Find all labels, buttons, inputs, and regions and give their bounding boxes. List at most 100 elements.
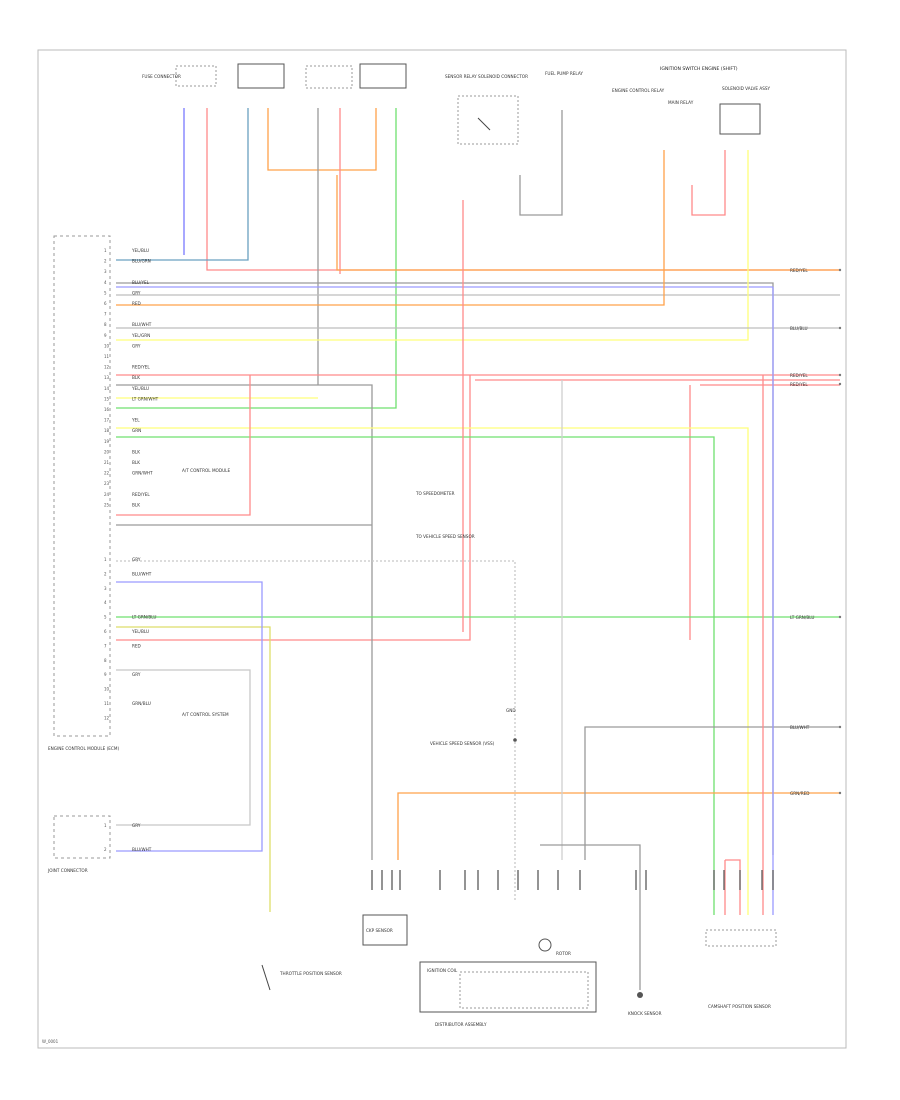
ecm-wire-color: RED/YEL xyxy=(132,492,150,497)
ecm-wire-color: GRY xyxy=(132,290,141,295)
ecm-lower-pin-number: 7 xyxy=(104,643,107,648)
top-components: IGNITION SWITCH ENGINE (SHIFT) FUSE CONN… xyxy=(142,63,771,145)
rotor-icon xyxy=(538,938,552,952)
ecm-pin-number: 7 xyxy=(104,312,107,317)
wire-yellow-h9 xyxy=(116,427,749,915)
right-wire-label: BLU/WHT xyxy=(790,725,810,730)
ecm-wire-color: YEL/GRN xyxy=(131,333,150,338)
ecm-pin-number: 25 xyxy=(104,502,110,507)
ecm-lower-wire-color: YEL/BLU xyxy=(131,629,149,634)
ecm-pin-number: 10 xyxy=(104,343,110,348)
ecm-lower-pin-number: 6 xyxy=(104,629,107,634)
ecm-lower-wire-color: RED xyxy=(132,643,141,648)
sensor-relay-box xyxy=(457,95,519,145)
ecm-aux-pin-number: 1 xyxy=(104,823,107,828)
wire-blue-2 xyxy=(116,108,249,261)
ecm-pin-number: 9 xyxy=(104,333,107,338)
relay-note: ENGINE CONTROL RELAY xyxy=(612,88,665,93)
wire-gray-lower2 xyxy=(116,669,251,826)
wire-yellow-lower xyxy=(116,626,271,912)
gnd-note: GND xyxy=(506,708,516,713)
ecm-wire-color: GRN/WHT xyxy=(132,471,153,476)
ecm-lower-wire-color: GRY xyxy=(132,672,141,677)
ecm-pin-number: 14 xyxy=(104,386,110,391)
ecm-pin-number: 15 xyxy=(104,396,110,401)
fuse-block-1 xyxy=(175,65,217,87)
mid-notes: TO SPEEDOMETER TO VEHICLE SPEED SENSOR V… xyxy=(415,491,517,746)
ecm-pin-number: 3 xyxy=(104,269,107,274)
distributor-outline xyxy=(419,961,597,1013)
ecm-lower-pin-number: 10 xyxy=(104,687,110,692)
ecm-pin-number: 20 xyxy=(104,449,110,454)
wire-gray-right xyxy=(584,726,840,860)
knock-label: KNOCK SENSOR xyxy=(628,1011,662,1016)
distributor-sub: IGNITION COIL xyxy=(427,968,458,973)
splice-dot xyxy=(513,738,517,742)
right-wire-terminal xyxy=(838,382,842,386)
ecm-pin-number: 23 xyxy=(104,481,110,486)
ecm-wire-color: BLU/WHT xyxy=(132,322,152,327)
ignition-caption: IGNITION SWITCH ENGINE (SHIFT) xyxy=(660,66,738,72)
tps-icon xyxy=(261,964,271,991)
ecm-pin-number: 11 xyxy=(104,354,110,359)
ecm-label: ENGINE CONTROL MODULE (ECM) xyxy=(48,746,119,751)
ecm-wire-color: BLU/GRN xyxy=(132,259,151,264)
distributor-label: DISTRIBUTOR ASSEMBLY xyxy=(435,1022,487,1027)
ecm-lower-pin-number: 11 xyxy=(104,701,110,706)
wire-sensor-red xyxy=(691,150,726,216)
ecm-lower-wire-color: BLU/WHT xyxy=(132,571,152,576)
ecm-aux-pin-number: 2 xyxy=(104,847,107,852)
ecm-pin-number: 16 xyxy=(104,407,110,412)
wire-orange-h2 xyxy=(116,150,665,306)
ecm-note-a: A/T CONTROL MODULE xyxy=(182,468,230,473)
ecm-aux-wire-color: GRY xyxy=(132,823,141,828)
ecm-lower-wire-color: LT GRN/BLU xyxy=(132,615,156,620)
ecm-pin-number: 1 xyxy=(104,248,107,253)
ecm-lower-pin-number: 2 xyxy=(104,571,107,576)
ecm-note-b: A/T CONTROL SYSTEM xyxy=(182,712,229,717)
ecm-pin-number: 17 xyxy=(104,418,110,423)
diagram-frame xyxy=(37,49,847,1049)
wire-layer xyxy=(116,108,840,990)
wire-orange-lower xyxy=(397,792,840,860)
ecm-pin-number: 6 xyxy=(104,301,107,306)
vss-note: VEHICLE SPEED SENSOR (VSS) xyxy=(430,741,495,746)
far-right-label: CAMSHAFT POSITION SENSOR xyxy=(708,1004,771,1009)
ecm-block: ENGINE CONTROL MODULE (ECM) JOINT CONNEC… xyxy=(47,235,230,873)
ecm-wire-color: GRN xyxy=(132,428,141,433)
bottom-components: THROTTLE POSITION SENSOR CKP SENSOR DIST… xyxy=(42,870,777,1044)
wire-gray-h1 xyxy=(116,282,774,855)
sensor-label: SENSOR RELAY SOLENOID CONNECTOR xyxy=(445,74,528,79)
ecm-pin-number: 24 xyxy=(104,492,110,497)
wire-sensor-mid xyxy=(519,110,563,216)
ecm-wire-color: BLK xyxy=(132,375,140,380)
ecm-lower-pin-number: 12 xyxy=(104,715,110,720)
wire-green-1 xyxy=(116,108,397,409)
ecm-pin-number: 21 xyxy=(104,460,110,465)
distributor-inner xyxy=(459,971,589,1009)
ecm-wire-color: BLK xyxy=(132,502,140,507)
ecm-outline xyxy=(53,235,111,737)
right-wire-terminal xyxy=(838,725,842,729)
wire-gray-knock xyxy=(540,844,641,990)
right-wire-label: BLU/BLU xyxy=(790,326,808,331)
wire-red-h11 xyxy=(116,375,251,516)
ecm-lower-wire-color: GRN/BLU xyxy=(132,701,151,706)
ecm-wire-color: BLK xyxy=(132,460,140,465)
ecm-wire-color: YEL/BLU xyxy=(131,386,149,391)
relay-switch-icon xyxy=(477,117,491,131)
relay-label: FUEL PUMP RELAY xyxy=(545,71,583,76)
ecm-lower-pin-number: 5 xyxy=(104,615,107,620)
right-wire-terminal xyxy=(838,373,842,377)
wire-red-1 xyxy=(206,108,840,271)
ecm-pin-number: 4 xyxy=(104,280,107,285)
wire-orange-2 xyxy=(336,175,840,271)
ecm-pin-number: 5 xyxy=(104,290,107,295)
solenoid-box xyxy=(719,103,761,135)
fuse-block-4 xyxy=(359,63,407,89)
ecm-lower-pin-number: 3 xyxy=(104,586,107,591)
